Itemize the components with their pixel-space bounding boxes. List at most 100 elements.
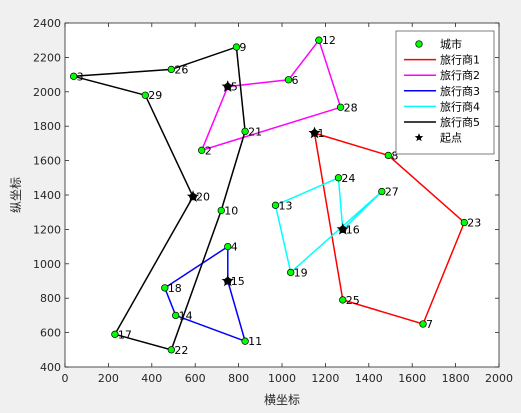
y-tick-label: 1600 [33, 155, 61, 168]
city-point-19 [287, 268, 295, 277]
y-tick-label: 2200 [33, 51, 61, 64]
city-point-11 [241, 337, 249, 345]
x-tick-label: 1000 [268, 372, 296, 385]
city-label-28: 28 [344, 101, 358, 114]
x-tick-label: 200 [98, 372, 119, 385]
start-points-layer [186, 80, 349, 287]
city-label-19: 19 [294, 266, 308, 279]
city-label-6: 6 [292, 74, 299, 87]
city-label-13: 13 [278, 199, 292, 212]
city-point-13 [271, 201, 280, 209]
city-point-12 [315, 36, 323, 44]
legend-series-label-3: 旅行商3 [440, 84, 480, 98]
city-label-29: 29 [148, 89, 162, 102]
x-tick-label: 400 [141, 372, 162, 385]
city-point-26 [167, 65, 175, 74]
city-label-22: 22 [174, 344, 188, 357]
legend-start-label: 起点 [440, 132, 462, 145]
x-tick-label: 1400 [355, 372, 383, 385]
y-tick-label: 600 [40, 327, 61, 340]
city-label-26: 26 [174, 63, 188, 76]
start-point-1 [308, 126, 321, 139]
city-label-5: 5 [231, 81, 238, 94]
y-axis-label: 纵坐标 [9, 177, 23, 213]
legend-series-label-4: 旅行商4 [440, 99, 480, 113]
city-label-12: 12 [322, 34, 336, 47]
start-point-20 [186, 190, 200, 202]
city-labels-layer: 1234567891011121314151617181920212223242… [77, 34, 482, 357]
x-tick-label: 2000 [485, 372, 513, 385]
city-label-7: 7 [426, 318, 433, 331]
city-point-9 [232, 43, 241, 51]
city-point-28 [336, 103, 345, 111]
x-axis-label: 横坐标 [264, 393, 300, 407]
city-label-27: 27 [385, 186, 399, 199]
x-tick-label: 0 [62, 372, 69, 385]
city-point-7 [419, 320, 427, 328]
start-point-16 [336, 222, 349, 235]
x-tick-label: 1200 [311, 372, 339, 385]
city-label-11: 11 [248, 335, 262, 348]
route-line-1 [313, 132, 466, 325]
y-tick-label: 1800 [33, 120, 61, 133]
city-point-3 [70, 72, 78, 80]
city-point-2 [198, 146, 206, 154]
city-point-4 [224, 242, 232, 251]
city-point-23 [460, 218, 468, 227]
legend-city-label: 城市 [440, 37, 462, 51]
city-label-9: 9 [239, 41, 246, 54]
city-label-24: 24 [341, 172, 355, 185]
y-tick-label: 1400 [33, 189, 61, 202]
x-tick-label: 1800 [442, 372, 470, 385]
city-label-17: 17 [118, 328, 132, 341]
city-label-2: 2 [205, 144, 212, 157]
start-point-15 [221, 274, 234, 287]
legend-city-marker [415, 40, 423, 48]
legend-series-label-5: 旅行商5 [440, 115, 480, 129]
city-label-25: 25 [346, 294, 360, 307]
city-point-27 [378, 187, 386, 196]
city-label-18: 18 [168, 282, 182, 295]
y-tick-label: 1000 [33, 258, 61, 271]
route-line-5 [73, 46, 246, 351]
legend-series-label-2: 旅行商2 [440, 68, 480, 82]
route-line-3 [163, 245, 247, 343]
route-line-4 [274, 176, 383, 274]
city-point-22 [167, 346, 175, 354]
city-point-24 [334, 174, 343, 182]
city-point-18 [161, 284, 169, 292]
city-point-17 [111, 330, 119, 338]
x-tick-label: 1600 [398, 372, 426, 385]
city-label-15: 15 [231, 275, 245, 288]
city-label-23: 23 [467, 217, 481, 230]
city-label-3: 3 [77, 70, 84, 83]
legend-box [395, 30, 495, 155]
city-label-1: 1 [318, 127, 325, 140]
y-tick-label: 800 [40, 292, 61, 305]
city-point-29 [141, 91, 149, 99]
city-label-20: 20 [196, 191, 210, 204]
city-label-4: 4 [231, 241, 238, 254]
city-label-10: 10 [224, 204, 238, 217]
city-point-10 [217, 206, 225, 215]
city-label-8: 8 [391, 149, 398, 162]
city-point-8 [384, 151, 392, 160]
y-tick-label: 400 [40, 361, 61, 374]
route-line-2 [200, 38, 342, 152]
y-tick-label: 1200 [33, 223, 61, 236]
city-point-6 [284, 76, 293, 84]
city-label-21: 21 [248, 125, 262, 138]
city-label-16: 16 [346, 223, 360, 236]
x-tick-label: 800 [228, 372, 249, 385]
start-point-5 [221, 80, 234, 92]
legend-series-label-1: 旅行商1 [440, 53, 480, 67]
routes-layer [73, 38, 466, 351]
city-label-14: 14 [179, 309, 193, 322]
y-tick-label: 2400 [33, 17, 61, 30]
city-point-21 [241, 127, 249, 136]
y-axis-ticks: 4006008001000120014001600180020002200240… [33, 17, 499, 374]
city-point-25 [339, 296, 347, 304]
